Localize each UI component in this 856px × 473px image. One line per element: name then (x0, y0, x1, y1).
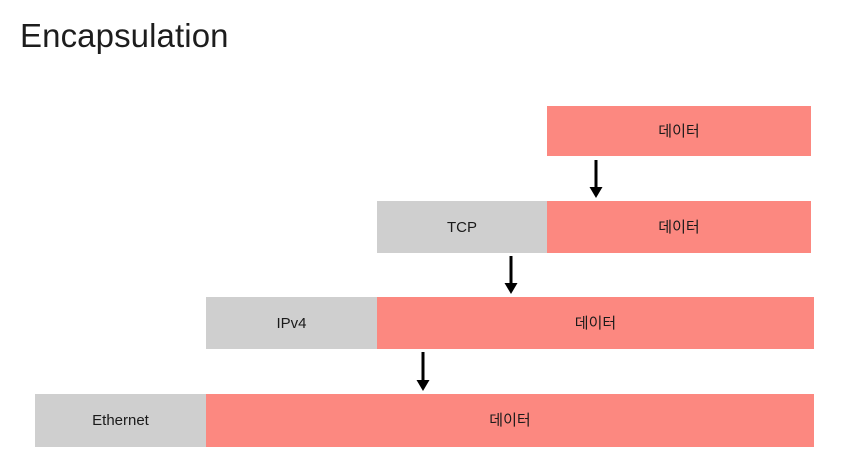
page-title: Encapsulation (20, 17, 229, 54)
down-arrow-icon (416, 352, 430, 391)
protocol-header-segment: TCP (377, 201, 547, 253)
payload-segment: 데이터 (547, 106, 811, 156)
arrow-transport-to-network (500, 256, 522, 294)
down-arrow-icon (589, 160, 603, 198)
protocol-header-segment: IPv4 (206, 297, 377, 349)
payload-segment: 데이터 (547, 201, 811, 253)
protocol-header-segment: Ethernet (35, 394, 206, 447)
arrow-network-to-link (412, 352, 434, 391)
payload-segment: 데이터 (206, 394, 814, 447)
arrow-application-to-transport (585, 160, 607, 198)
application-layer-row: 데이터 (547, 106, 811, 156)
payload-segment: 데이터 (377, 297, 814, 349)
down-arrow-icon (504, 256, 518, 294)
